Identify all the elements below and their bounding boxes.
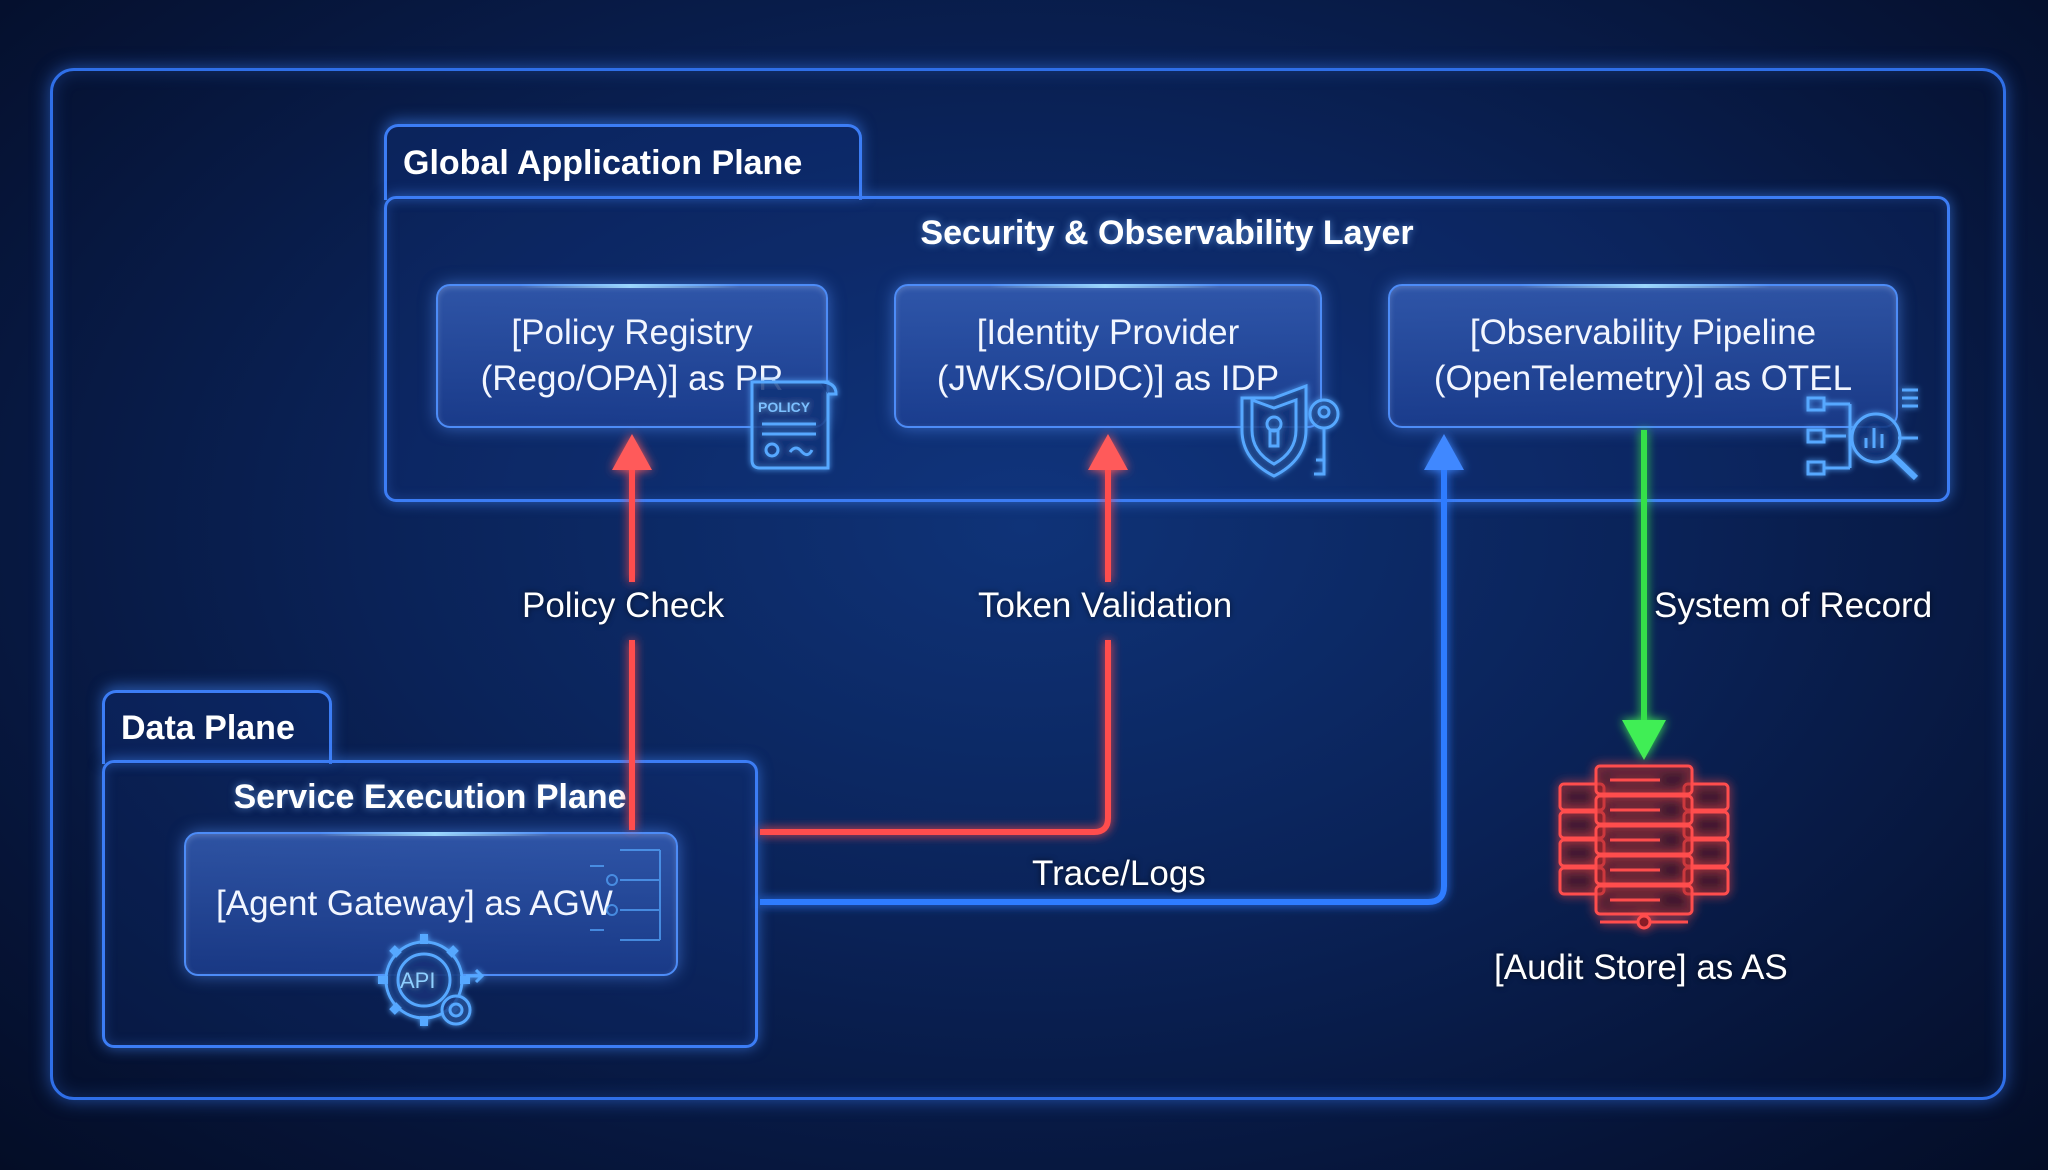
arrowhead-token-validation xyxy=(1088,434,1128,470)
identity-provider-glow xyxy=(990,284,1220,288)
policy-registry-line1: [Policy Registry xyxy=(511,313,753,352)
edge-policy-check xyxy=(612,434,652,830)
policy-registry-node[interactable]: [Policy Registry (Rego/OPA)] as PR xyxy=(436,284,828,428)
observability-pipeline-node[interactable]: [Observability Pipeline (OpenTelemetry)]… xyxy=(1388,284,1898,428)
shield-key-icon xyxy=(1240,383,1340,478)
agent-gateway-glow xyxy=(320,832,550,836)
edge-label-token-validation: Token Validation xyxy=(978,586,1233,625)
arrowhead-trace-logs xyxy=(1424,434,1464,470)
diagram-frame xyxy=(50,68,2006,1100)
api-gear-icon: API xyxy=(378,934,485,1026)
edge-label-trace-logs: Trace/Logs xyxy=(1032,854,1206,893)
identity-provider-node[interactable]: [Identity Provider (JWKS/OIDC)] as IDP xyxy=(894,284,1322,428)
observability-pipeline-line2: (OpenTelemetry)] as OTEL xyxy=(1433,359,1853,398)
policy-registry-glow xyxy=(520,284,740,288)
policy-icon-text: POLICY xyxy=(758,399,811,415)
data-plane-label: Data Plane xyxy=(121,709,295,747)
data-plane-tab: Data Plane xyxy=(102,690,332,764)
service-execution-plane-title: Service Execution Plane xyxy=(233,778,627,816)
observability-pipeline-glow xyxy=(1520,284,1770,288)
edge-system-of-record xyxy=(1622,430,1666,760)
observability-pipeline-line1: [Observability Pipeline xyxy=(1469,313,1817,352)
telemetry-magnifier-icon xyxy=(1806,388,1919,481)
policy-registry-line2: (Rego/OPA)] as PR xyxy=(480,359,784,398)
security-observability-layer-title: Security & Observability Layer xyxy=(920,214,1414,252)
edge-token-validation xyxy=(760,434,1128,835)
server-stack-icon xyxy=(1558,764,1730,930)
agent-gateway-label: [Agent Gateway] as AGW xyxy=(216,884,613,923)
global-application-plane-tab: Global Application Plane xyxy=(384,124,862,200)
arrowhead-system-of-record xyxy=(1622,720,1666,760)
circuit-icon xyxy=(590,849,661,941)
api-icon-text: API xyxy=(400,968,435,993)
edge-label-system-of-record: System of Record xyxy=(1654,586,1933,625)
identity-provider-line1: [Identity Provider xyxy=(976,313,1240,352)
edge-label-policy-check: Policy Check xyxy=(522,586,725,625)
policy-document-icon: POLICY xyxy=(750,380,838,470)
audit-store-label: [Audit Store] as AS xyxy=(1494,948,1788,987)
edge-trace-logs xyxy=(760,434,1464,905)
identity-provider-line2: (JWKS/OIDC)] as IDP xyxy=(936,359,1280,398)
global-application-plane-label: Global Application Plane xyxy=(403,144,803,182)
arrowhead-policy-check xyxy=(612,434,652,470)
